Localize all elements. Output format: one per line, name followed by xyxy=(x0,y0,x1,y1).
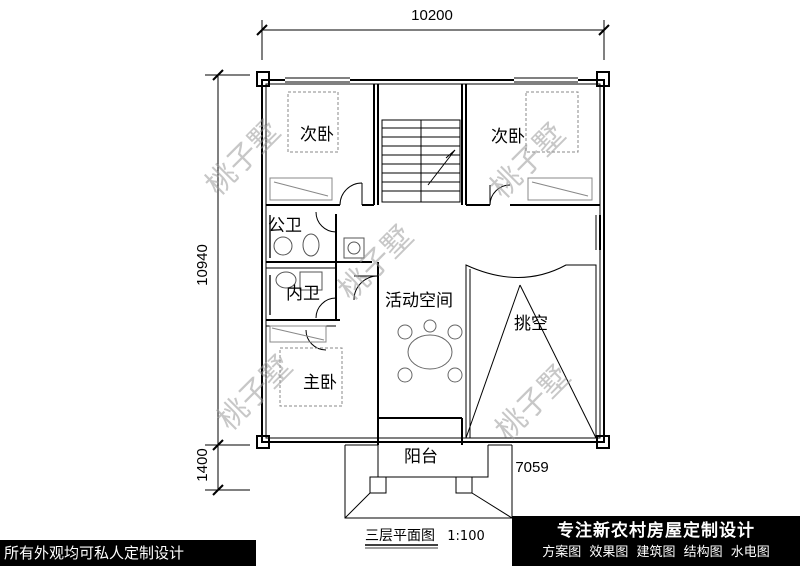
void-area xyxy=(465,264,597,439)
tea-table xyxy=(397,319,463,383)
room-label-activity: 活动空间 xyxy=(385,291,453,311)
banner-right-title: 专注新农村房屋定制设计 xyxy=(557,521,755,541)
room-label-void: 挑空 xyxy=(514,314,548,334)
bathroom-fixtures xyxy=(269,215,365,315)
staircase xyxy=(381,119,461,203)
drawing-caption: 三层平面图 1:100 xyxy=(365,528,485,549)
top-windows xyxy=(285,77,578,83)
banner-left-text: 所有外观均可私人定制设计 xyxy=(4,544,185,562)
room-label-public-bath: 公卫 xyxy=(268,216,302,236)
left-dimension-line xyxy=(205,69,250,496)
watermark-1: 桃子墅 xyxy=(199,114,287,202)
banner-custom-design: 所有外观均可私人定制设计 xyxy=(0,540,256,566)
caption-scale: 1:100 xyxy=(447,529,484,544)
left-dimension: 10940 xyxy=(194,244,211,286)
room-label-balcony: 阳台 xyxy=(404,447,438,467)
balcony xyxy=(344,444,513,519)
bedroom-furniture xyxy=(269,91,593,407)
room-label-bedroom-top-left: 次卧 xyxy=(300,125,334,145)
room-label-ensuite-bath: 内卫 xyxy=(286,284,320,304)
room-label-bedroom-top-right: 次卧 xyxy=(491,127,525,147)
top-dimension: 10200 xyxy=(411,7,453,24)
watermark-5: 桃子墅 xyxy=(489,359,577,447)
bottom-right-dimension: 7059 xyxy=(515,459,548,476)
doors xyxy=(305,182,511,351)
watermark-4: 桃子墅 xyxy=(211,349,299,437)
caption-title: 三层平面图 xyxy=(365,528,435,544)
room-label-master: 主卧 xyxy=(303,373,337,393)
side-windows xyxy=(261,215,601,405)
banner-service: 专注新农村房屋定制设计 方案图 效果图 建筑图 结构图 水电图 xyxy=(512,516,800,566)
left-bottom-dimension: 1400 xyxy=(194,448,211,481)
banner-right-subtitle: 方案图 效果图 建筑图 结构图 水电图 xyxy=(542,545,770,560)
top-dimension-line xyxy=(256,20,610,60)
